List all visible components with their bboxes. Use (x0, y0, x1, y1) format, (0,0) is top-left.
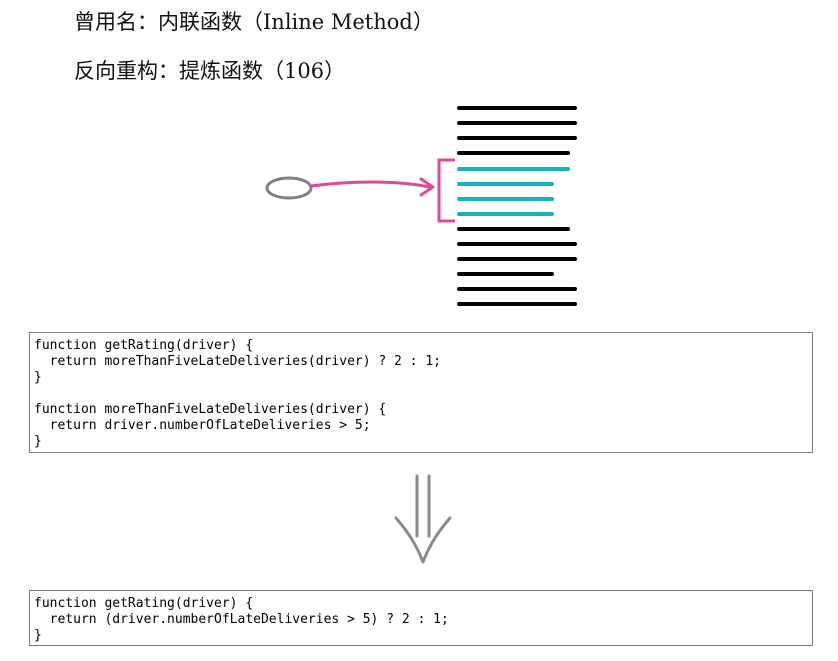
inline-function-illustration (265, 106, 577, 306)
inline-arrow-head (419, 177, 435, 197)
code-before-block: function getRating(driver) { return more… (29, 332, 813, 453)
code-before-text: function getRating(driver) { return more… (34, 338, 441, 449)
code-after-block: function getRating(driver) { return (dri… (29, 590, 813, 646)
code-after-text: function getRating(driver) { return (dri… (34, 596, 449, 643)
inlined-code-lines (457, 167, 570, 216)
alias-heading: 曾用名：内联函数（Inline Method） (74, 10, 434, 34)
inverse-refactoring-heading: 反向重构：提炼函数（106） (74, 59, 346, 83)
function-blob-shape (265, 176, 313, 200)
transform-down-arrow-icon (394, 474, 452, 564)
inline-arrow-shaft (309, 180, 432, 189)
code-lines-bottom (457, 227, 577, 306)
inserted-code-bracket (437, 158, 455, 223)
code-lines-top (457, 106, 577, 155)
